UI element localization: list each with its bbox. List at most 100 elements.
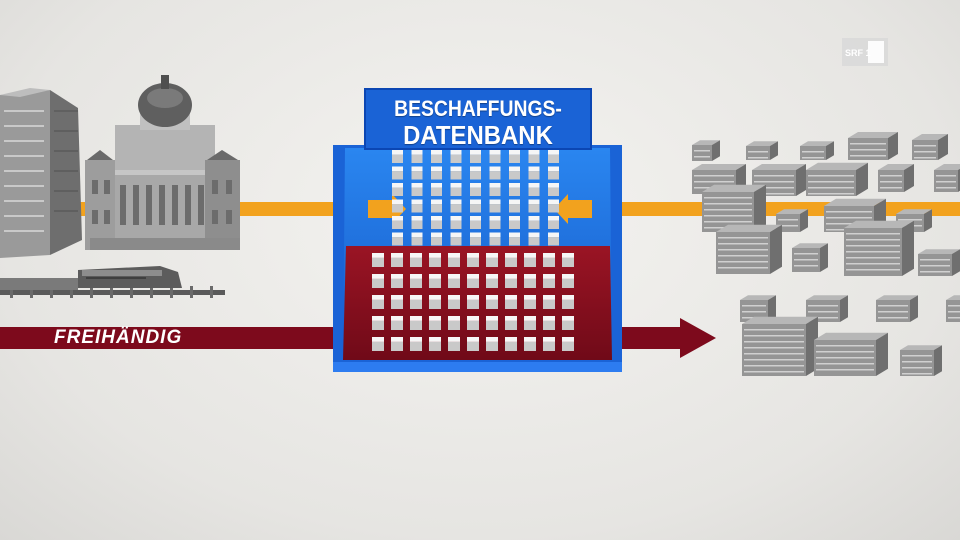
database-entry [429, 274, 441, 288]
company-building [746, 141, 778, 160]
company-building [876, 295, 918, 322]
database-entry [489, 183, 501, 196]
database-entry [524, 295, 536, 309]
company-building [848, 132, 898, 160]
database-entry [505, 253, 517, 267]
database-entry [431, 199, 442, 213]
freihaendig-label: FREIHÄNDIG [54, 327, 183, 348]
database-entry [431, 183, 442, 196]
database-entry [562, 274, 574, 288]
database-entry [509, 150, 520, 163]
company-building [946, 295, 960, 322]
database-title-box: BESCHAFFUNGS- DATENBANK [364, 88, 592, 150]
database-entry [467, 337, 479, 351]
train-icon [0, 266, 225, 298]
database-entry [410, 316, 422, 330]
database-entry [562, 316, 574, 330]
database-entry [548, 199, 559, 213]
database-entry [470, 183, 481, 196]
database-entry [486, 274, 498, 288]
database-entry [431, 166, 442, 180]
company-building [740, 295, 776, 322]
database-entry [562, 253, 574, 267]
database-entry [562, 295, 574, 309]
database-entry [448, 295, 460, 309]
database-entry [391, 274, 403, 288]
database-entry [486, 253, 498, 267]
database-entry [372, 253, 384, 267]
database-entry [509, 183, 520, 196]
database-entry [548, 183, 559, 196]
database-entry [467, 295, 479, 309]
database-entry [450, 216, 462, 229]
company-building [716, 224, 782, 274]
company-building [844, 220, 914, 276]
database-entry [450, 183, 462, 196]
database-entry [392, 199, 403, 213]
company-building [918, 249, 960, 276]
database-entry [391, 295, 403, 309]
database-entry [470, 166, 481, 180]
database-entry [509, 199, 520, 213]
company-building [934, 164, 960, 192]
database-entry [470, 216, 481, 229]
database-entry [372, 295, 384, 309]
database-entry [410, 337, 422, 351]
database-entry [543, 295, 555, 309]
database-entry [528, 232, 540, 246]
database-entry [528, 199, 540, 213]
database-entry [411, 199, 423, 213]
database-entry [431, 232, 442, 246]
company-building [806, 295, 848, 322]
database-entry [489, 216, 501, 229]
company-building [878, 164, 914, 192]
database-entries-blue [392, 150, 559, 246]
database-entry [548, 216, 559, 229]
database-entry [548, 150, 559, 163]
database-entry [467, 316, 479, 330]
srf1-logo: SRF 1 [842, 38, 888, 66]
database-entry [411, 232, 423, 246]
database-entry [489, 150, 501, 163]
database-entry [505, 274, 517, 288]
database-entry [489, 232, 501, 246]
database-trough [333, 145, 622, 372]
database-entry [505, 295, 517, 309]
database-entry [410, 295, 422, 309]
database-entry [431, 216, 442, 229]
database-entry [548, 166, 559, 180]
database-entry [411, 183, 423, 196]
database-entry [411, 166, 423, 180]
company-building [752, 164, 806, 196]
database-entry [524, 337, 536, 351]
srf1-logo-text: SRF 1 [845, 48, 871, 58]
company-building [806, 162, 868, 196]
database-entry [524, 274, 536, 288]
database-entry [411, 150, 423, 163]
database-entry [392, 216, 403, 229]
database-entry [448, 274, 460, 288]
database-entry [543, 316, 555, 330]
company-building [692, 140, 720, 161]
database-entry [429, 295, 441, 309]
database-entry [431, 150, 442, 163]
database-entry [524, 316, 536, 330]
database-entry [448, 316, 460, 330]
database-entry [429, 253, 441, 267]
database-entry [509, 166, 520, 180]
database-entry [392, 166, 403, 180]
company-building [800, 141, 834, 160]
database-title-line2: DATENBANK [403, 120, 553, 150]
database-entry [450, 166, 462, 180]
database-entry [486, 337, 498, 351]
database-entry [543, 274, 555, 288]
database-entry [528, 216, 540, 229]
database-entry [392, 150, 403, 163]
database-entry [470, 232, 481, 246]
database-entry [486, 295, 498, 309]
database-entry [505, 316, 517, 330]
database-entry [543, 337, 555, 351]
database-entry [450, 232, 462, 246]
office-tower-icon [0, 88, 82, 258]
